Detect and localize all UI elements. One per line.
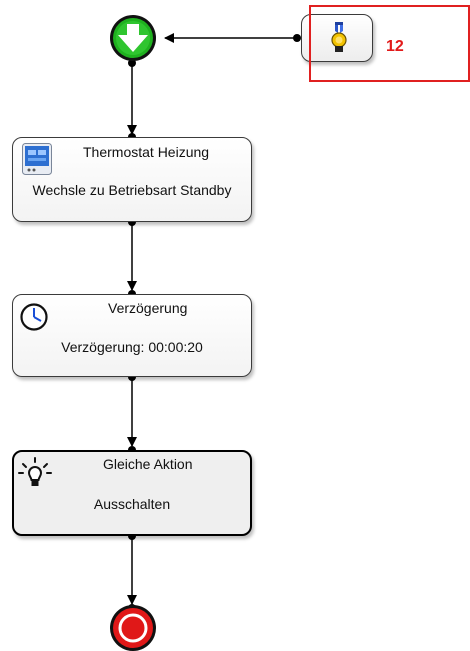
node-title: Verzögerung — [108, 300, 188, 316]
clock-icon — [20, 303, 48, 331]
node-text: Wechsle zu Betriebsart Standby — [32, 182, 232, 198]
light-bulb-icon — [18, 457, 52, 486]
connector-start-to-thermostat — [127, 59, 137, 141]
start-arrow-icon[interactable] — [110, 15, 156, 61]
node-text: Verzögerung: 00:00:20 — [61, 339, 203, 355]
node-text: Ausschalten — [93, 496, 171, 512]
connector-action-to-end — [127, 532, 137, 612]
trigger-node[interactable] — [301, 14, 373, 62]
node-title: Thermostat Heizung — [83, 144, 210, 160]
delay-node[interactable]: Verzögerung Verzögerung: 00:00:20 — [12, 294, 252, 377]
stop-icon[interactable] — [110, 605, 156, 651]
node-title: Gleiche Aktion — [103, 456, 193, 472]
trigger-badge: 12 — [386, 38, 404, 55]
connector-thermostat-to-delay — [127, 218, 137, 298]
medal-icon — [331, 22, 347, 52]
connector-trigger-to-start — [164, 33, 301, 43]
connector-delay-to-action — [127, 373, 137, 454]
thermostat-icon — [22, 143, 52, 175]
thermostat-node[interactable]: Thermostat Heizung Wechsle zu Betriebsar… — [12, 137, 252, 222]
highlight-box — [309, 5, 470, 82]
same-action-node[interactable]: Gleiche Aktion Ausschalten — [12, 450, 252, 536]
